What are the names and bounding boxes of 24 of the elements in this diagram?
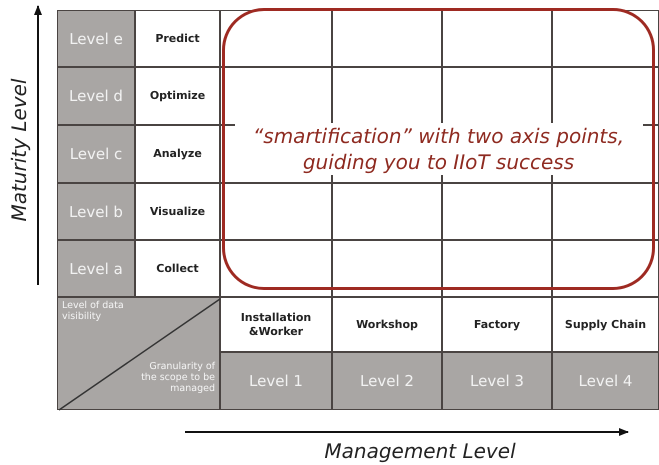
level-name: Level 2 (360, 372, 414, 390)
level-name: Level 1 (249, 372, 303, 390)
maturity-name: Optimize (150, 89, 206, 103)
level-name: Level 4 (578, 372, 632, 390)
corner-label: Level of data visibility (62, 301, 125, 323)
maturity-name: Predict (155, 32, 200, 46)
maturity-name: Visualize (150, 204, 206, 218)
scope-name: Workshop (356, 318, 418, 332)
corner-label: Granularity of the scope to be managed (140, 362, 215, 395)
scope-name: Supply Chain (564, 318, 646, 332)
level-name: Level d (69, 87, 123, 105)
axis-title: Maturity Level (7, 78, 31, 222)
axis-title: Management Level (324, 439, 516, 463)
scope-name: Factory (474, 318, 520, 332)
level-name: Level a (69, 260, 123, 278)
scope-name: Installation &Worker (240, 311, 312, 338)
level-name: Level b (69, 202, 123, 220)
maturity-name: Analyze (153, 147, 202, 161)
level-name: Level e (69, 30, 123, 48)
maturity-name: Collect (156, 262, 199, 276)
level-name: Level c (70, 145, 122, 163)
level-name: Level 3 (470, 372, 524, 390)
slogan-text: “smartification” with two axis points, guiding you to IIoT success (234, 123, 642, 175)
rounded-box (222, 8, 655, 290)
